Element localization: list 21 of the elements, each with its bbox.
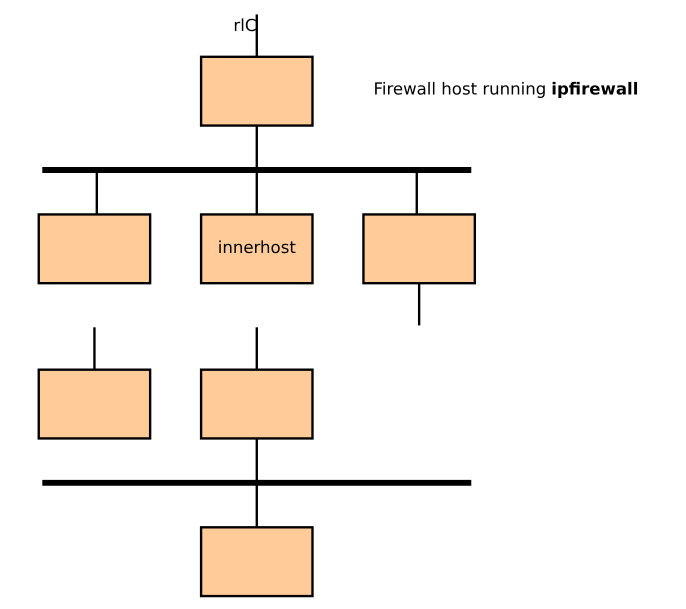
node-bar [42, 480, 472, 486]
node-label: Firewall host running ipfirewall [374, 79, 638, 98]
connector [256, 438, 258, 481]
connector [416, 172, 418, 214]
node-box [362, 213, 476, 284]
edge-label: rlC [233, 16, 256, 35]
node-box [200, 526, 314, 598]
node-box [38, 368, 152, 440]
node-bar [42, 167, 472, 173]
connector [256, 126, 258, 168]
connector [418, 284, 420, 326]
node-box [200, 368, 314, 440]
node-box [38, 213, 152, 284]
connector [256, 484, 258, 527]
connector [93, 327, 96, 370]
connector [96, 172, 98, 214]
connector [256, 327, 258, 370]
node-box: innerhost [200, 213, 314, 284]
node-box [200, 56, 314, 127]
connector [256, 172, 258, 214]
connector [256, 14, 258, 56]
